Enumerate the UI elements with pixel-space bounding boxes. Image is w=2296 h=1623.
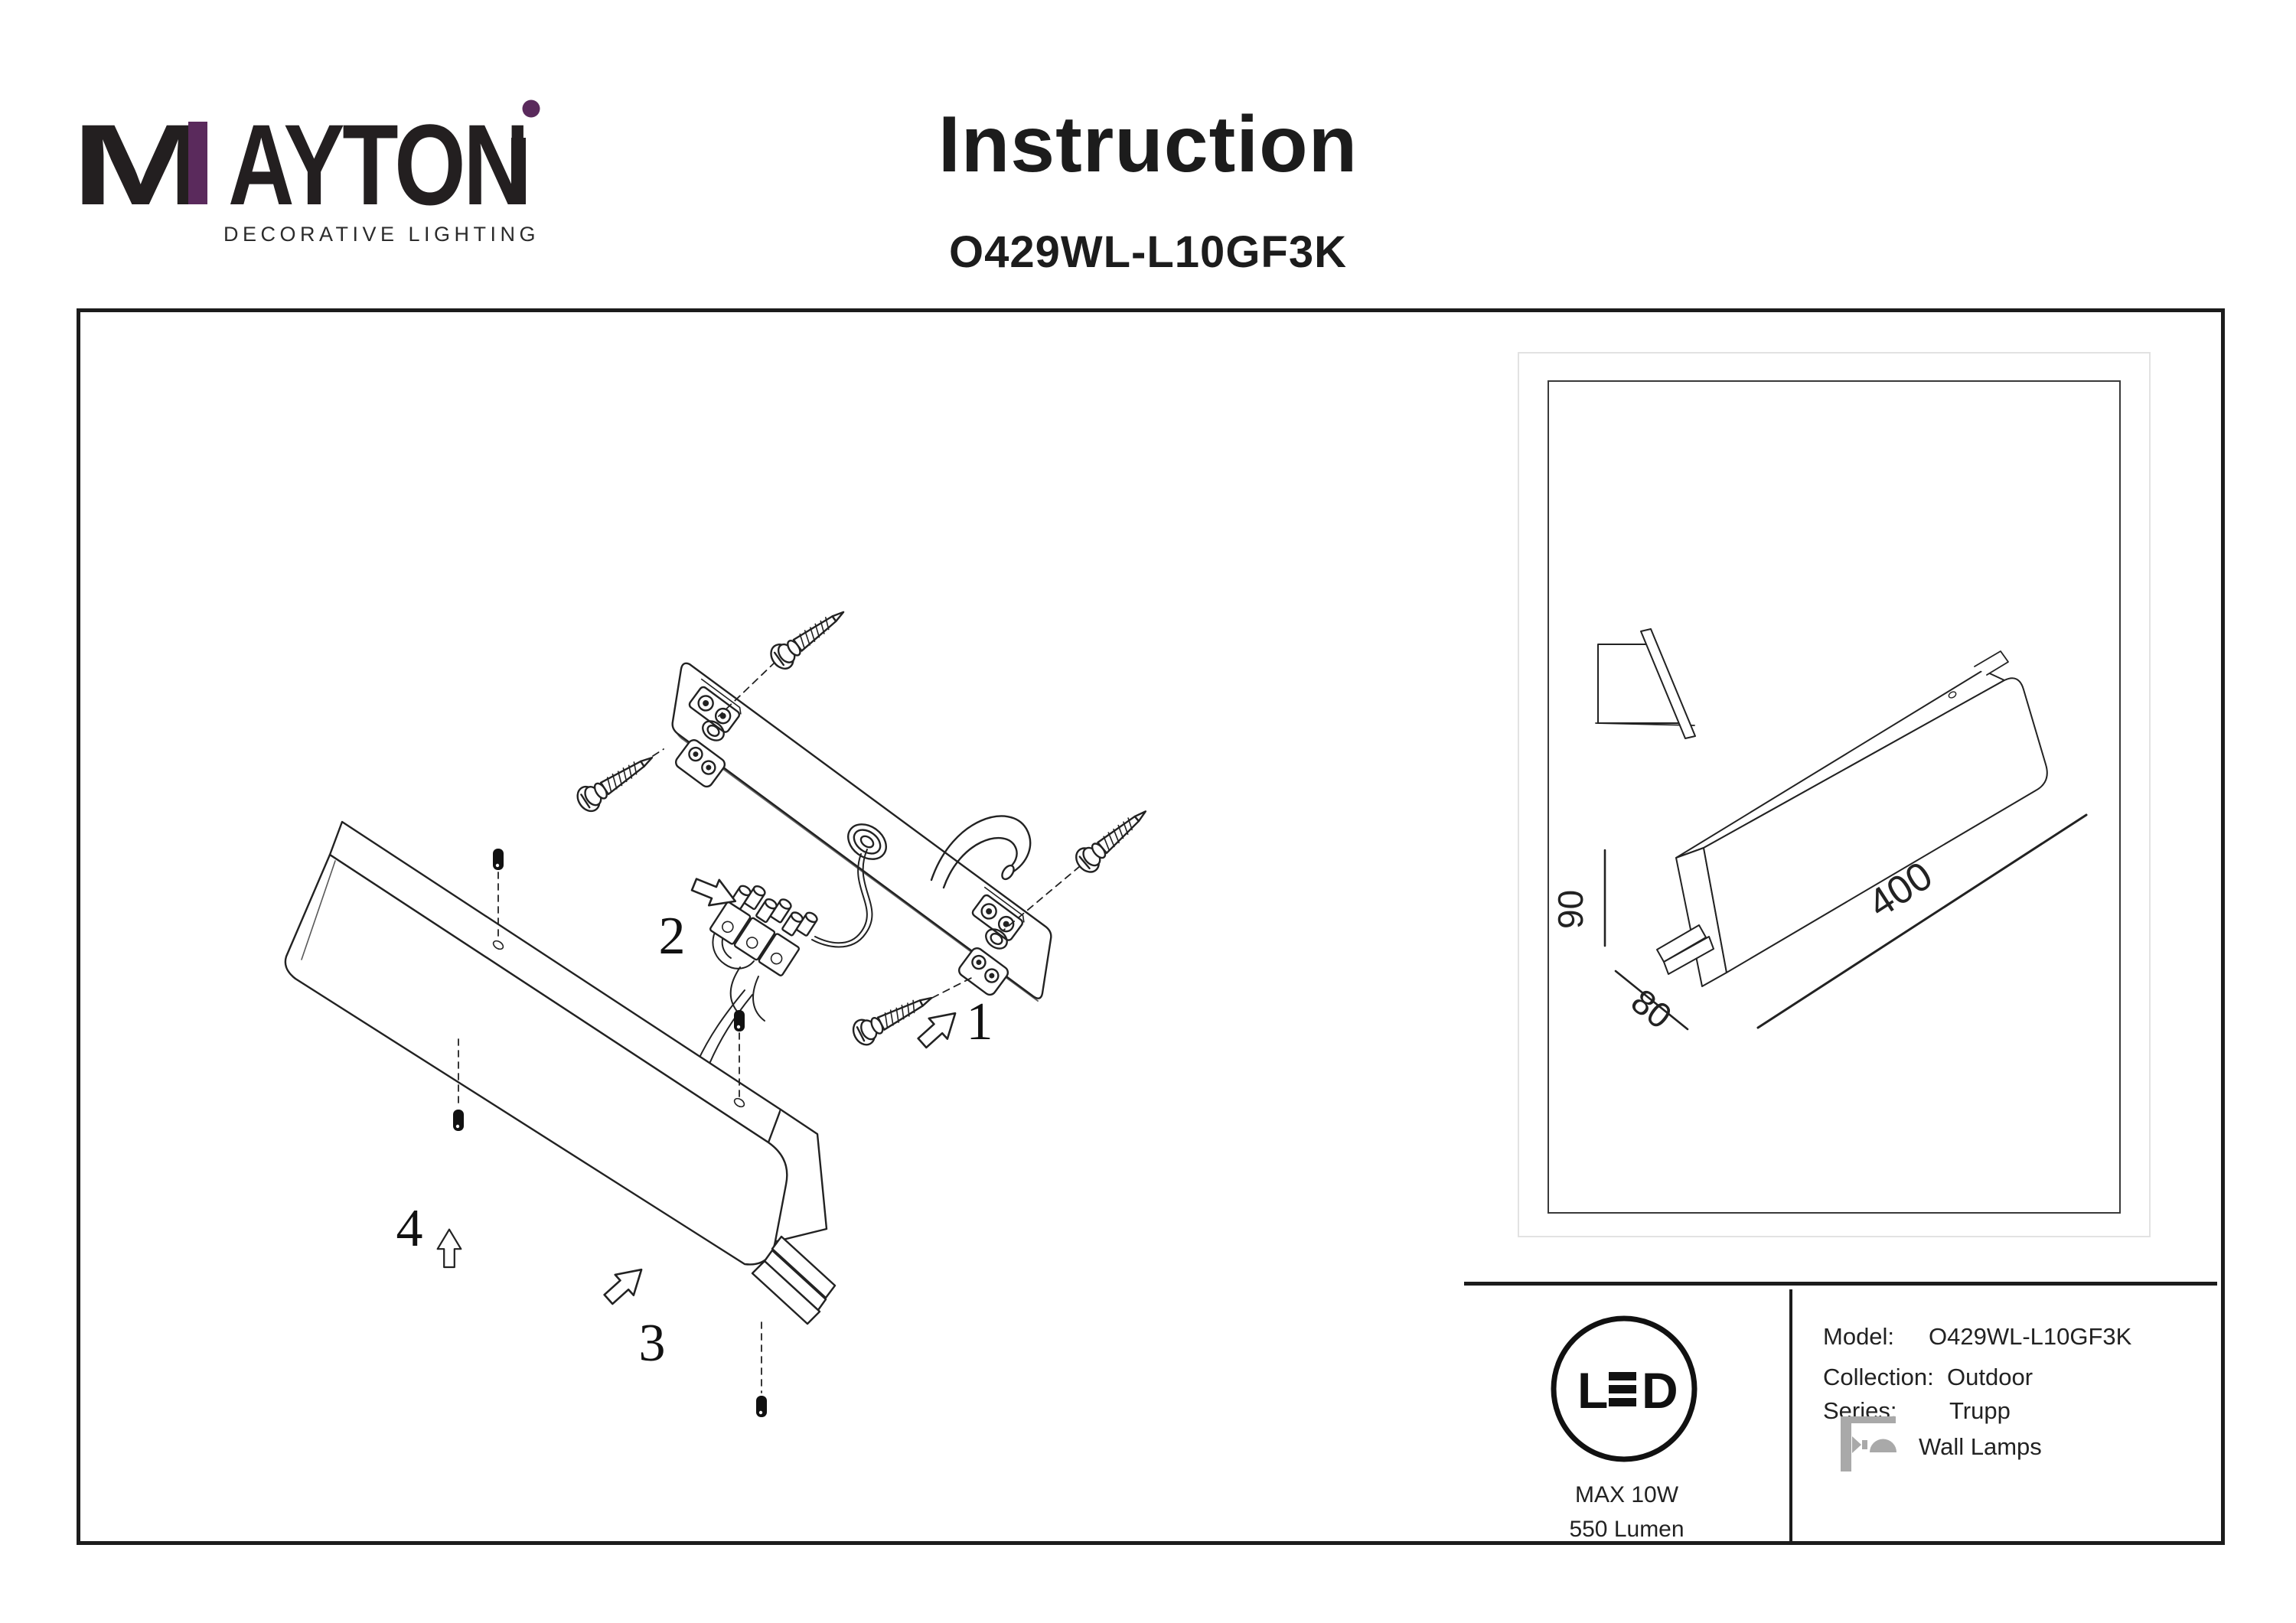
step-number-2: 2 <box>659 907 686 966</box>
lamp-3d-view <box>1656 650 2048 987</box>
dimension-drawing-box: 90 80 400 <box>1548 380 2121 1214</box>
panel-footer: L D MAX 10W 550 Lumen Model: O429WL-L10G… <box>1464 1282 2217 1545</box>
logo-purple-bar <box>188 122 207 204</box>
mounting-tab-left <box>675 738 726 788</box>
spec-value-model: O429WL-L10GF3K <box>1929 1323 2132 1350</box>
luminous-flux-label: 550 Lumen <box>1569 1517 1684 1542</box>
dimension-depth: 80 <box>1614 970 1689 1036</box>
logo-tagline: DECORATIVE LIGHTING <box>223 223 540 246</box>
page-title: Instruction <box>938 100 1358 189</box>
cable-grommet <box>847 823 887 860</box>
step1-arrow <box>912 1002 966 1054</box>
led-badge: L D <box>1551 1315 1698 1462</box>
step-number-4: 4 <box>396 1199 423 1258</box>
product-info-panel: 90 80 400 L D MAX 10W <box>1464 308 2225 1545</box>
fixing-pegs <box>452 847 768 1419</box>
side-view-icon <box>1595 628 1696 739</box>
keyhole-bracket-left <box>688 678 742 733</box>
svg-text:80: 80 <box>1624 981 1679 1036</box>
mounting-plate <box>671 662 1052 1002</box>
screw-hole-right <box>985 928 1008 950</box>
supply-cable <box>930 815 1032 889</box>
led-badge-cell: L D MAX 10W 550 Lumen <box>1464 1289 1789 1545</box>
step-number-3: 3 <box>639 1314 666 1373</box>
logo-letters-ayton: AYTON <box>228 100 527 229</box>
screw-top <box>718 600 853 717</box>
terminal-block <box>709 883 820 976</box>
dimension-drawing: 90 80 400 <box>1551 628 2088 1036</box>
maytoni-logo: M AYTON DECORATIVE LIGHTING <box>71 99 540 246</box>
step4-arrow <box>436 1228 462 1269</box>
led-letter-d: D <box>1642 1362 1678 1419</box>
dimension-outer-frame <box>1518 352 2151 1237</box>
mounting-tab-right <box>958 947 1009 996</box>
page-model-number: O429WL-L10GF3K <box>949 227 1347 277</box>
spec-table-cell: Model: O429WL-L10GF3K Collection: Outdoo… <box>1789 1289 2217 1545</box>
led-letter-l: L <box>1577 1362 1608 1419</box>
assembly-diagram: 1 2 3 4 <box>284 600 1155 1419</box>
dimension-height: 90 <box>1551 849 1606 947</box>
step3-arrow <box>598 1258 652 1311</box>
logo-letter-m: M <box>71 100 210 229</box>
spec-value-collection: Outdoor <box>1947 1364 2033 1390</box>
assembly-diagram-box: 1 2 3 4 <box>77 308 1468 1545</box>
spec-label-model: Model: <box>1823 1323 1895 1350</box>
screw-right <box>1003 800 1155 930</box>
spec-value-category: Wall Lamps <box>1919 1433 2042 1460</box>
step-number-1: 1 <box>967 992 993 1051</box>
lamp-body <box>284 820 837 1325</box>
spec-value-series: Trupp <box>1949 1397 2011 1424</box>
screw-bottom <box>848 976 975 1050</box>
svg-text:90: 90 <box>1551 890 1590 929</box>
screw-left <box>572 745 664 816</box>
logo-purple-dot <box>522 99 540 118</box>
screw-hole-left <box>702 720 725 741</box>
spec-label-collection: Collection: <box>1823 1364 1934 1390</box>
max-power-label: MAX 10W <box>1574 1482 1679 1507</box>
logo-letter-i-stem <box>511 138 526 204</box>
led-badge-circle <box>1551 1315 1698 1462</box>
wall-lamp-icon <box>1841 1416 1896 1471</box>
keyhole-bracket-right <box>971 886 1025 941</box>
